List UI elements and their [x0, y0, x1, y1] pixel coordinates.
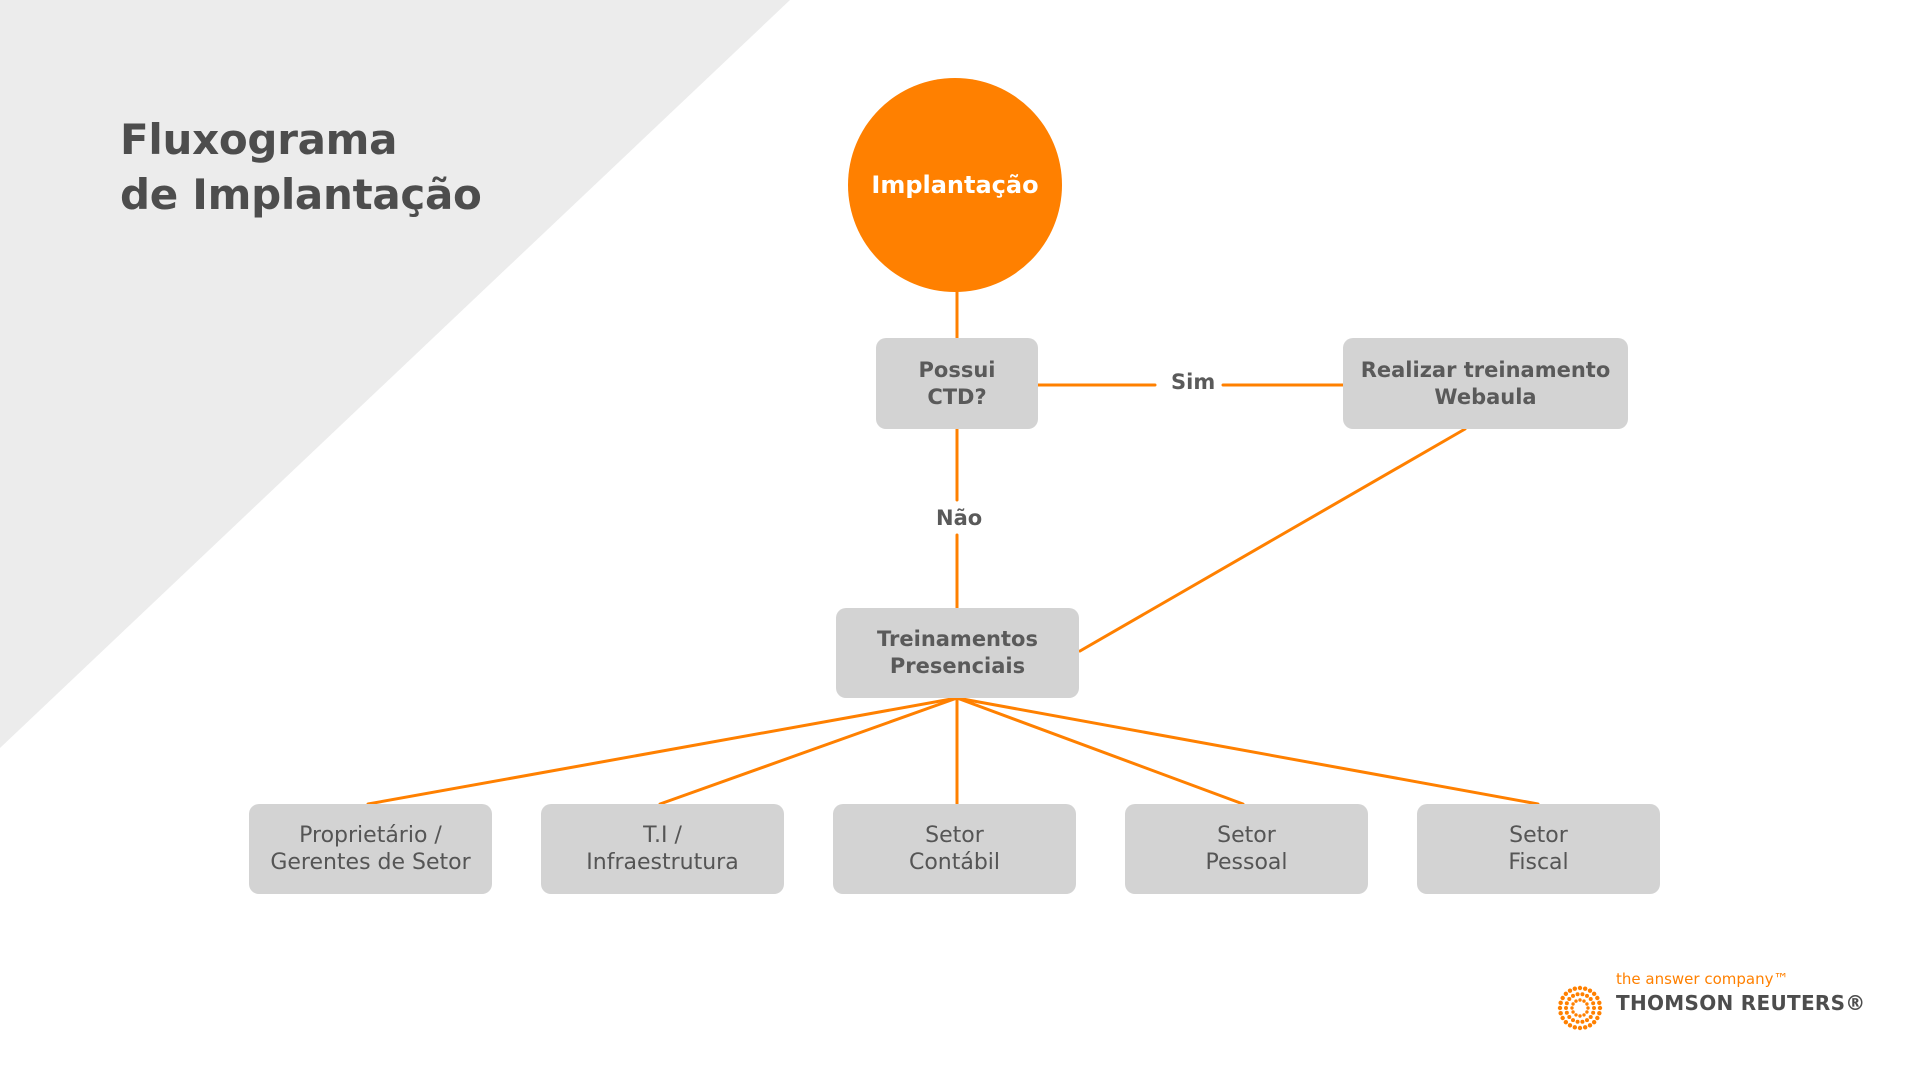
title-line-1: Fluxograma — [120, 115, 398, 164]
leaf-4-line-2: Pessoal — [1205, 850, 1288, 875]
webaula-line-2: Webaula — [1434, 384, 1537, 409]
leaf-node-setor-pessoal: Setor Pessoal — [1125, 804, 1368, 894]
edge-presencial-to-leaf-1 — [366, 696, 959, 806]
decision-node-possui-ctd: Possui CTD? — [876, 338, 1038, 429]
leaf-2-line-1: T.I / — [643, 823, 682, 848]
edge-presencial-to-leaf-2 — [658, 696, 959, 806]
edge-label-sim: Sim — [1167, 369, 1220, 395]
leaf-4-line-1: Setor — [1217, 823, 1276, 848]
webaula-line-1: Realizar treinamento — [1360, 357, 1611, 382]
leaf-1-line-2: Gerentes de Setor — [270, 850, 471, 875]
leaf-node-ti-infraestrutura: T.I / Infraestrutura — [541, 804, 784, 894]
start-node-implantacao: Implantação — [848, 78, 1062, 292]
leaf-3-line-1: Setor — [925, 823, 984, 848]
decision-line-2: CTD? — [927, 384, 987, 409]
start-node-label: Implantação — [871, 171, 1039, 199]
edge-label-nao: Não — [932, 505, 987, 531]
leaf-5-line-2: Fiscal — [1508, 850, 1569, 875]
logo-name: THOMSON REUTERS® — [1616, 991, 1866, 1015]
leaf-node-setor-fiscal: Setor Fiscal — [1417, 804, 1660, 894]
page-title: Fluxograma de Implantação — [120, 112, 482, 222]
presencial-line-2: Presenciais — [889, 654, 1026, 678]
title-line-2: de Implantação — [120, 170, 482, 219]
logo-tagline: the answer company™ — [1616, 970, 1789, 988]
leaf-node-setor-contabil: Setor Contábil — [833, 804, 1076, 894]
leaf-2-line-2: Infraestrutura — [586, 850, 739, 875]
leaf-1-line-1: Proprietário / — [299, 823, 442, 848]
node-treinamentos-presenciais: Treinamentos Presenciais — [836, 608, 1079, 698]
leaf-3-line-2: Contábil — [908, 850, 1001, 875]
edge-presencial-to-leaf-5 — [955, 696, 1540, 806]
thomson-reuters-logo: the answer company™ THOMSON REUTERS® — [1556, 968, 1865, 1038]
node-realizar-treinamento-webaula: Realizar treinamento Webaula — [1343, 338, 1628, 429]
leaf-node-proprietario-gerentes: Proprietário / Gerentes de Setor — [249, 804, 492, 894]
edge-webaula-to-presencial — [1078, 427, 1467, 653]
thomson-reuters-dot-mark-icon — [1557, 985, 1603, 1031]
decision-line-1: Possui — [918, 357, 996, 382]
leaf-5-line-1: Setor — [1509, 823, 1568, 848]
edge-presencial-to-leaf-4 — [955, 696, 1245, 806]
presencial-line-1: Treinamentos — [877, 627, 1038, 651]
